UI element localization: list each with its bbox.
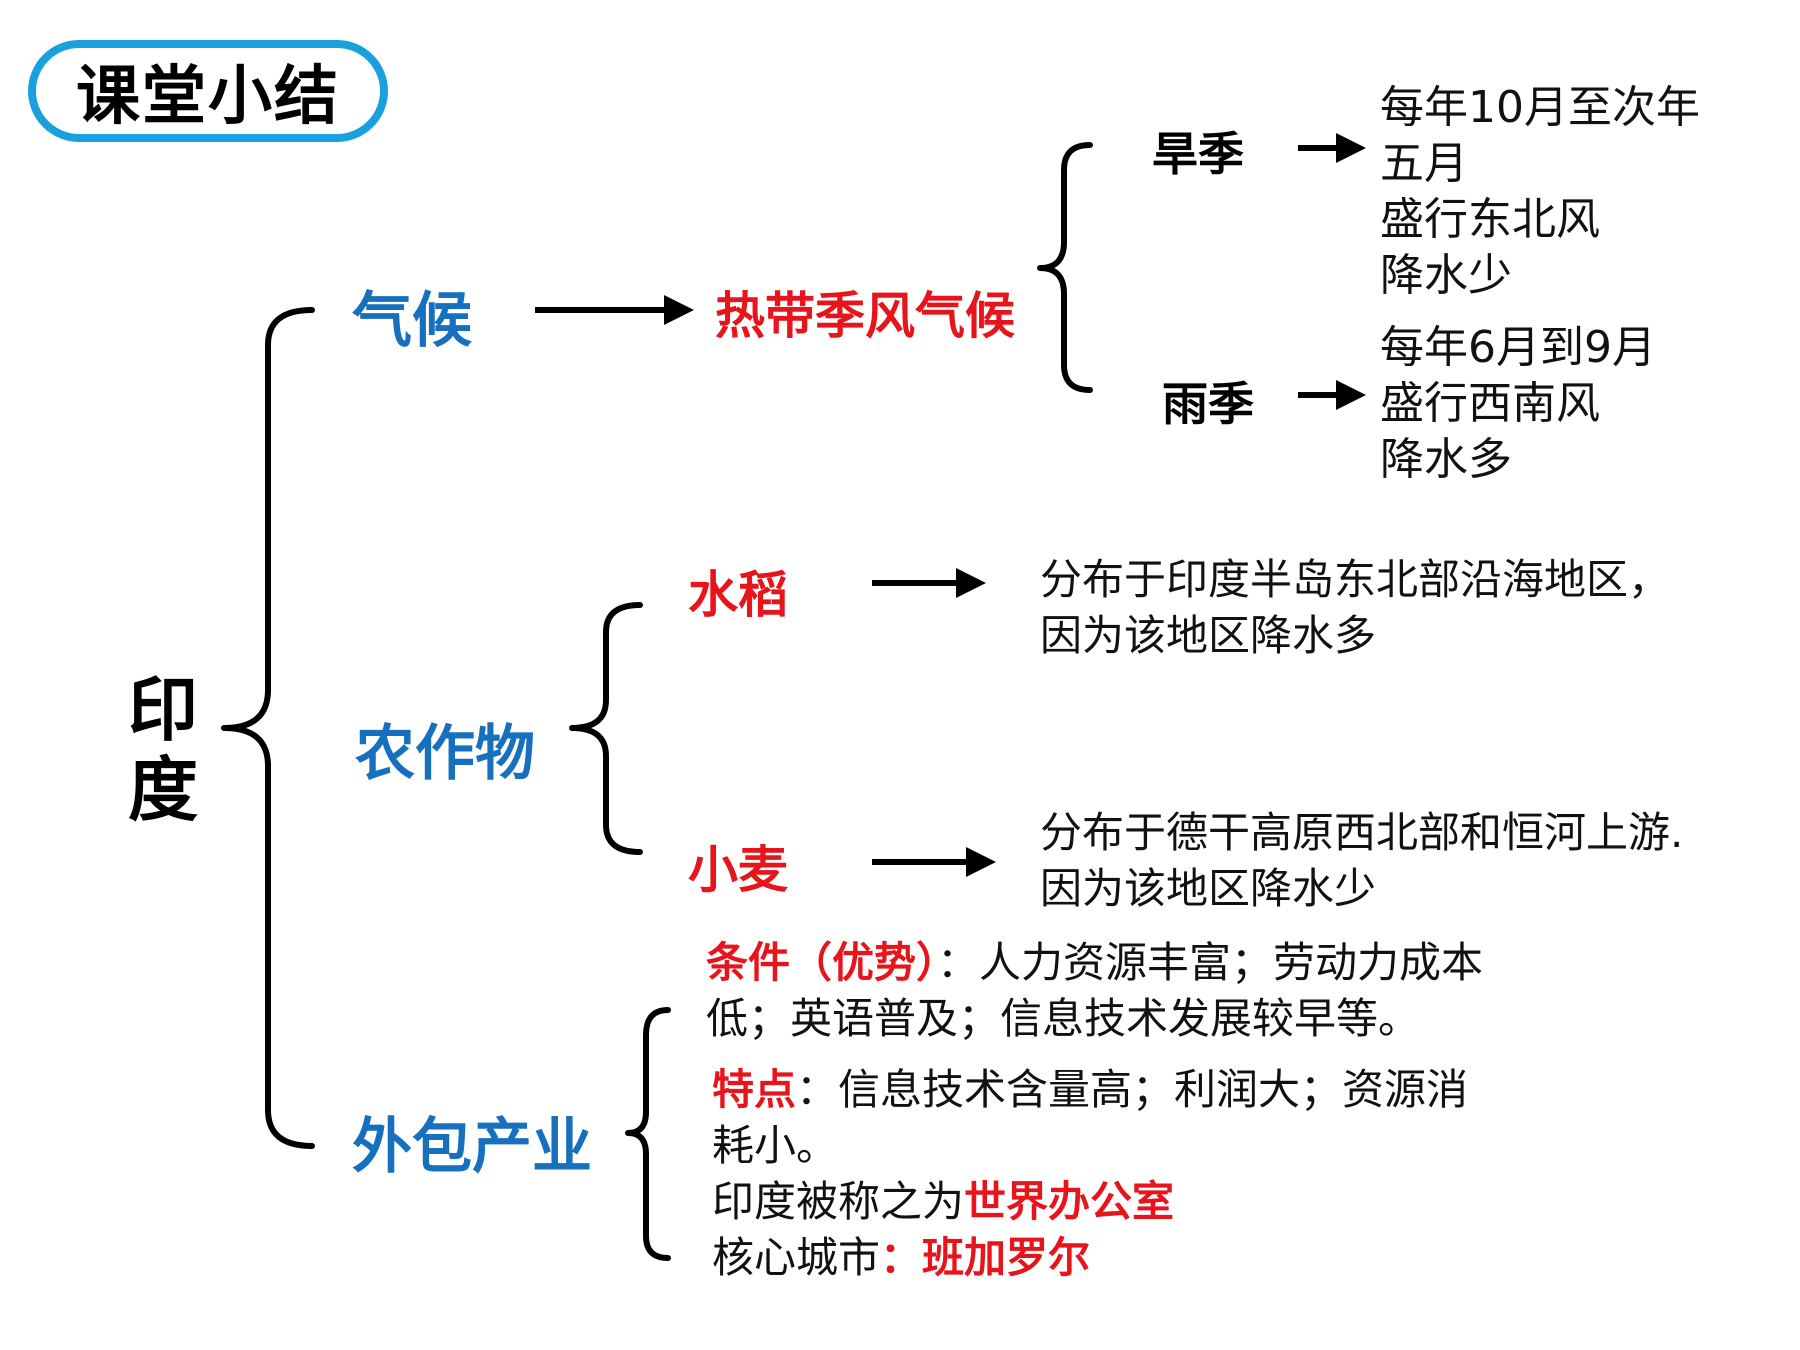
category-outsourcing: 外包产业 xyxy=(352,1112,592,1182)
conditions-colon: ： xyxy=(937,938,980,987)
outsourcing-conditions: 条件（优势）：人力资源丰富；劳动力成本 低；英语普及；信息技术发展较早等。 xyxy=(706,935,1483,1047)
nickname: 世界办公室 xyxy=(964,1177,1175,1226)
crop-rice-details: 分布于印度半岛东北部沿海地区， 因为该地区降水多 xyxy=(1040,552,1670,664)
conditions-text-2: 低；英语普及；信息技术发展较早等。 xyxy=(706,994,1421,1043)
nickname-prefix: 印度被称之为 xyxy=(712,1177,965,1226)
rice-line-2: 因为该地区降水多 xyxy=(1040,611,1377,660)
city-prefix: 核心城市 xyxy=(712,1233,881,1282)
crop-rice-label: 水稻 xyxy=(688,566,788,624)
wet-line-3: 降水多 xyxy=(1380,434,1512,485)
conditions-text-1: 人力资源丰富；劳动力成本 xyxy=(979,938,1484,987)
crop-wheat-label: 小麦 xyxy=(688,841,788,899)
nickname-line: 印度被称之为世界办公室 xyxy=(712,1174,1468,1230)
outsourcing-features: 特点：信息技术含量高；利润大；资源消 耗小。 印度被称之为世界办公室 核心城市：… xyxy=(712,1062,1468,1286)
features-text-2: 耗小。 xyxy=(712,1121,839,1170)
features-colon: ： xyxy=(796,1065,839,1114)
season-wet-label: 雨季 xyxy=(1162,377,1254,431)
conditions-line-1: 条件（优势）：人力资源丰富；劳动力成本 xyxy=(706,935,1483,991)
features-label: 特点 xyxy=(712,1065,797,1114)
climate-type: 热带季风气候 xyxy=(715,287,1015,345)
dry-line-2: 五月 xyxy=(1380,138,1468,189)
dry-line-1: 每年10月至次年 xyxy=(1380,82,1700,133)
features-line-1: 特点：信息技术含量高；利润大；资源消 xyxy=(712,1062,1468,1118)
rice-line-1: 分布于印度半岛东北部沿海地区， xyxy=(1040,555,1671,604)
root-node: 印度 xyxy=(128,669,198,831)
title-badge: 课堂小结 xyxy=(28,40,388,142)
city-colon: ： xyxy=(880,1233,923,1282)
features-text-1: 信息技术含量高；利润大；资源消 xyxy=(838,1065,1469,1114)
main-bracket xyxy=(221,307,315,1149)
dry-line-4: 降水少 xyxy=(1380,250,1512,301)
wet-line-1: 每年6月到9月 xyxy=(1380,322,1656,373)
crop-wheat-details: 分布于德干高原西北部和恒河上游. 因为该地区降水少 xyxy=(1040,805,1683,917)
season-dry-label: 旱季 xyxy=(1152,127,1244,181)
category-crops: 农作物 xyxy=(355,719,535,789)
category-climate: 气候 xyxy=(352,286,472,356)
conditions-label: 条件（优势） xyxy=(706,938,938,987)
wheat-line-1: 分布于德干高原西北部和恒河上游. xyxy=(1040,808,1684,857)
dry-line-3: 盛行东北风 xyxy=(1380,194,1600,245)
season-dry-details: 每年10月至次年 五月 盛行东北风 降水少 xyxy=(1380,80,1700,304)
wet-line-2: 盛行西南风 xyxy=(1380,378,1600,429)
core-city: 班加罗尔 xyxy=(922,1233,1091,1282)
city-line: 核心城市：班加罗尔 xyxy=(712,1230,1468,1286)
season-wet-details: 每年6月到9月 盛行西南风 降水多 xyxy=(1380,320,1656,488)
wheat-line-2: 因为该地区降水少 xyxy=(1040,864,1377,913)
season-bracket xyxy=(1037,142,1093,393)
outsourcing-bracket xyxy=(625,1007,671,1261)
crops-bracket xyxy=(569,602,643,855)
page-title: 课堂小结 xyxy=(76,60,340,134)
